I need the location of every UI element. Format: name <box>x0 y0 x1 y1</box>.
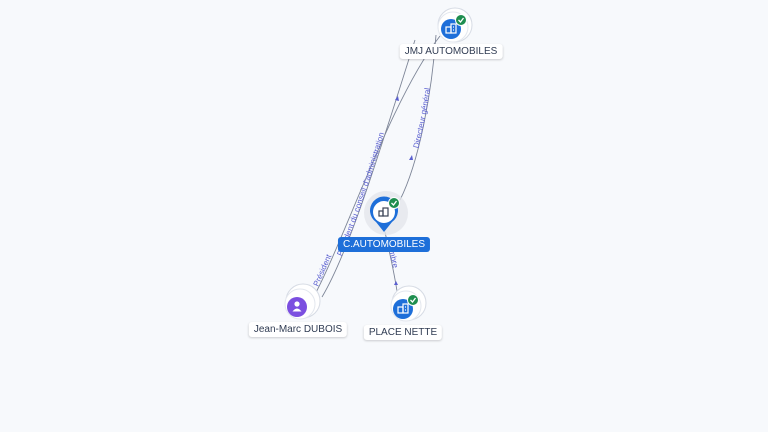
building-icon <box>397 303 409 314</box>
arrow-head <box>394 281 398 285</box>
node-label-jean-marc-dubois[interactable]: Jean-Marc DUBOIS <box>248 322 348 337</box>
edge-president[interactable] <box>311 35 441 301</box>
edge-directeur-general[interactable] <box>399 34 437 201</box>
edge-label-directeur-general: Directeur général <box>412 87 433 149</box>
node-label-c-automobiles[interactable]: C.AUTOMOBILES <box>337 237 431 252</box>
node-jean-marc-dubois[interactable] <box>284 283 321 320</box>
node-place-nette[interactable] <box>390 285 427 322</box>
arrow-head <box>395 96 399 101</box>
verified-badge <box>407 294 419 306</box>
edge-president-conseil[interactable] <box>321 39 416 298</box>
verified-badge <box>388 197 400 209</box>
person-icon <box>292 301 302 312</box>
edge-arrows <box>394 96 413 285</box>
check-icon <box>391 200 398 206</box>
check-icon <box>410 297 417 303</box>
person-icon-background <box>287 297 307 317</box>
building-icon <box>378 207 389 217</box>
node-label-jmj-automobiles[interactable]: JMJ AUTOMOBILES <box>399 44 503 59</box>
check-icon <box>458 17 465 23</box>
node-jmj-automobiles[interactable] <box>437 7 473 43</box>
node-label-place-nette[interactable]: PLACE NETTE <box>363 325 443 340</box>
arrow-head <box>409 155 413 160</box>
verified-badge <box>455 14 467 26</box>
building-icon <box>445 23 457 34</box>
node-c-automobiles[interactable] <box>364 191 408 235</box>
